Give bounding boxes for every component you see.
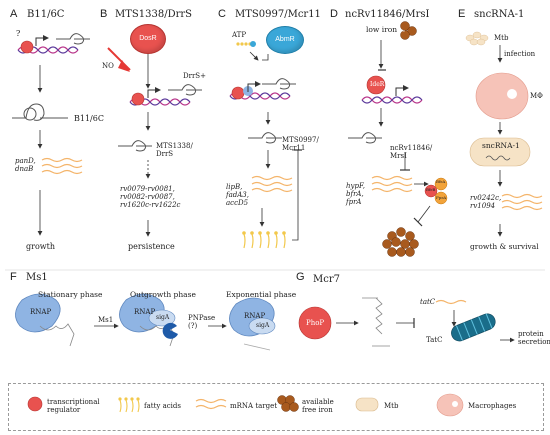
- iron-label: Fe: [400, 28, 405, 33]
- rnap-label-1: RNAP: [30, 308, 52, 316]
- panel-e-letter: E: [458, 8, 466, 20]
- panel-d-letter: D: [330, 8, 338, 20]
- panel-f-title: Ms1: [26, 272, 48, 283]
- abmr-regulator: AbmR: [266, 26, 304, 54]
- panel-f-letter: F: [10, 271, 17, 283]
- panel-f-phase2: Outgrowth phase: [130, 290, 196, 299]
- panel-c-atp: ATP: [232, 31, 247, 39]
- panel-a-letter: A: [10, 8, 18, 20]
- panel-c-letter: C: [218, 8, 226, 20]
- fpra-label: FprA: [436, 195, 447, 200]
- panel-d-condition: low iron: [366, 25, 398, 34]
- legend-regulator-label: transcriptional regulator: [47, 398, 100, 414]
- panel-a-title: B11/6C: [27, 9, 65, 20]
- rnap-label-3: RNAP: [244, 312, 266, 320]
- panel-b-outcome: persistence: [128, 242, 175, 251]
- bfra-label: BfrA: [436, 179, 446, 184]
- panel-b-product: DrrS+: [183, 72, 206, 80]
- abmr-label: AbmR: [275, 36, 295, 43]
- legend-iron-label: available free iron: [302, 398, 334, 414]
- legend-fatty-acid-label: fatty acids: [144, 402, 181, 410]
- panel-e-macrophage: MΦ: [530, 92, 543, 100]
- panel-a-outcome: growth: [26, 242, 55, 251]
- panel-g-protein: TatC: [426, 336, 443, 344]
- panel-g-outcome: protein secretion: [518, 330, 550, 346]
- panel-c-title: MTS0997/Mcr11: [235, 9, 321, 20]
- panel-e-targets: rv0242c, rv1094: [470, 194, 502, 210]
- ider-label: IdeR: [370, 81, 385, 88]
- panel-e-outcome: growth & survival: [470, 242, 539, 251]
- siga-label-3: sigA: [256, 322, 270, 329]
- panel-f-enzyme: PNPase (?): [188, 314, 216, 330]
- legend-macrophage-label: Macrophages: [468, 402, 517, 410]
- legend-mtb-label: Mtb: [384, 402, 399, 410]
- panel-e-step1: infection: [504, 50, 536, 58]
- panel-e-title: sncRNA-1: [474, 9, 525, 20]
- panel-d-srna-label: ncRv11846/ MrsI: [390, 144, 433, 160]
- panel-d-title: ncRv11846/MrsI: [345, 9, 430, 20]
- legend-mrna-label: mRNA target: [230, 402, 278, 410]
- phop-label: PhoP: [306, 319, 325, 327]
- panel-a-targets: panD, dnaB: [15, 157, 36, 173]
- bfrb-label: BfrB: [426, 187, 436, 192]
- panel-f-phase1: Stationary phase: [38, 290, 103, 299]
- panel-b-title: MTS1338/DrrS: [115, 9, 193, 20]
- dosr-regulator: DosR: [130, 24, 166, 54]
- panel-b-targets: rv0079-rv0081, rv0082-rv0087, rv1620c-rv…: [120, 185, 181, 209]
- dosr-label: DosR: [139, 35, 157, 42]
- panel-b-signal: NO: [102, 62, 114, 70]
- panel-b-letter: B: [100, 8, 108, 20]
- panel-d-targets: hypF, bfrA, fprA: [346, 182, 365, 206]
- panel-f-srna-label: Ms1: [98, 316, 114, 324]
- legend-box: [8, 383, 544, 431]
- panel-e-mtb: Mtb: [494, 34, 509, 42]
- panel-f-phase3: Exponential phase: [226, 290, 297, 299]
- unknown-mark: ?: [16, 29, 21, 38]
- rnap-label-2: RNAP: [134, 308, 156, 316]
- panel-b-srna-label: MTS1338/ DrrS: [156, 142, 193, 158]
- panel-a-srna-label: B11/6C: [74, 114, 104, 123]
- siga-label-2: sigA: [156, 314, 170, 321]
- panel-c-targets: lipB, fadA3, accD5: [226, 183, 249, 207]
- panel-g-letter: G: [296, 271, 305, 283]
- panel-g-target: tatC: [420, 298, 436, 306]
- panel-c-srna-label: MTS0997/ Mcr11: [282, 136, 319, 152]
- panel-e-srna-label: sncRNA-1: [482, 141, 520, 150]
- panel-g-title: Mcr7: [313, 274, 340, 285]
